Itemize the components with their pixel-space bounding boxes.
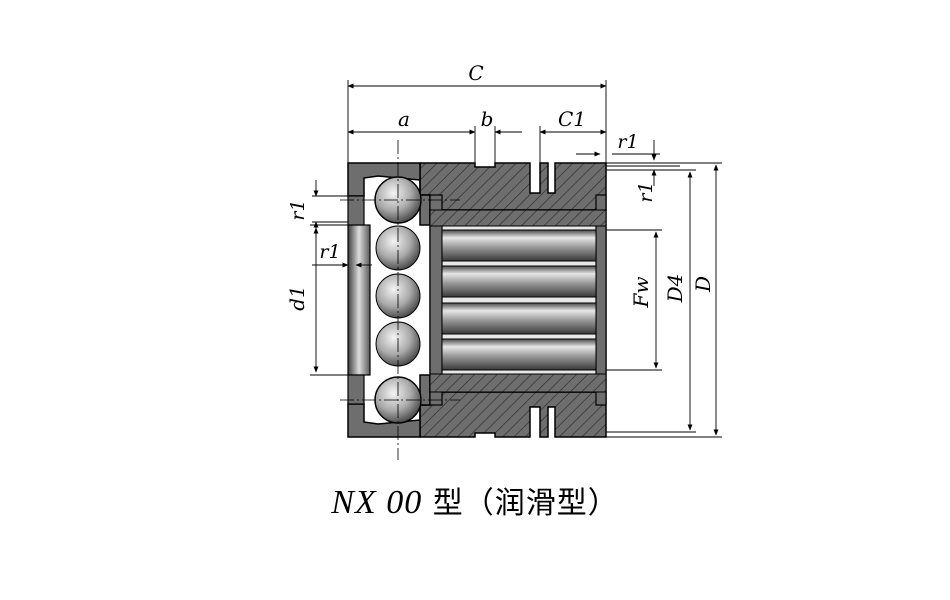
caption-type: 型（润滑型） bbox=[422, 486, 619, 521]
dim-D4 bbox=[606, 169, 696, 433]
dim-r1-left-label: r1 bbox=[287, 199, 309, 220]
dim-C-label: C bbox=[468, 61, 483, 85]
dim-a bbox=[347, 126, 496, 167]
dim-C1 bbox=[539, 126, 607, 163]
dim-r1-top-right-label: r1 bbox=[617, 131, 638, 153]
dim-d1-label: d1 bbox=[285, 285, 309, 311]
outer-ring-bottom-section bbox=[419, 391, 607, 438]
dim-d1 bbox=[310, 224, 348, 376]
thrust-inner-ring bbox=[347, 195, 371, 405]
outer-ring-top-section bbox=[419, 162, 607, 211]
dim-a-label: a bbox=[398, 107, 410, 131]
dim-r1-left-horizontal-label: r1 bbox=[319, 241, 340, 263]
dim-D bbox=[606, 162, 722, 438]
dim-b-label: b bbox=[481, 107, 494, 131]
dim-D4-label: D4 bbox=[663, 274, 687, 304]
dim-r1-left bbox=[312, 180, 348, 238]
dim-Fw-label: Fw bbox=[629, 277, 653, 309]
dim-C bbox=[347, 80, 607, 163]
dim-C1-label: C1 bbox=[558, 107, 586, 131]
dim-r1-right-label: r1 bbox=[635, 181, 657, 202]
dim-D-label: D bbox=[691, 276, 715, 293]
caption-model: NX 00 bbox=[331, 484, 423, 521]
figure-caption: NX 00 型（润滑型） bbox=[0, 478, 950, 522]
dim-r1-top-right bbox=[576, 140, 680, 167]
dim-Fw bbox=[606, 229, 662, 371]
needle-rollers bbox=[429, 209, 607, 393]
center-lines bbox=[340, 140, 460, 460]
